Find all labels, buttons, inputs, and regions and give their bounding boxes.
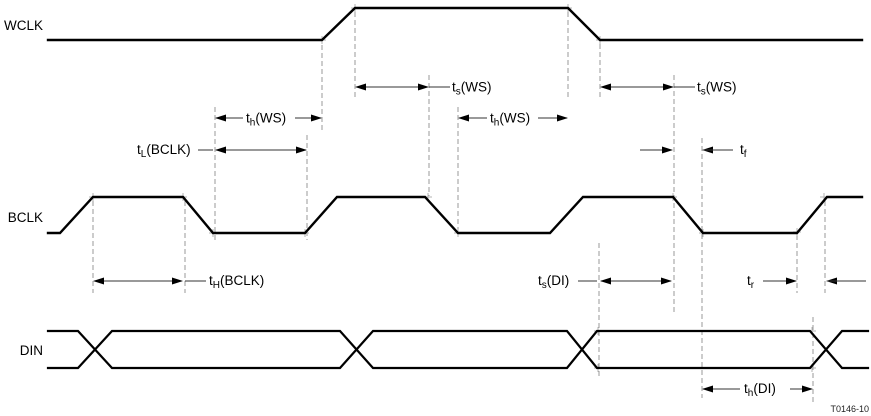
tl-bclk-label: tL(BCLK) [137,142,191,160]
th-di-label: th(DI) [744,381,776,399]
annotation-tl-bclk: tL(BCLK) [137,142,307,160]
annotation-th-ws-2: th(WS) [458,111,568,129]
th-ws-label-1: th(WS) [246,111,286,129]
wclk-waveform [46,6,864,42]
annotation-ts-ws-1: ts(WS) [355,80,492,98]
wclk-label: WCLK [4,18,43,33]
bclk-label: BCLK [8,210,43,225]
din-label: DIN [20,343,43,358]
din-waveform [46,329,870,370]
annotation-ts-di: ts(DI) [538,273,672,291]
ts-ws-label-1: ts(WS) [452,80,492,98]
figure-id: T0146-10 [830,404,869,414]
dashed-guides [92,12,826,403]
bclk-waveform [46,195,864,235]
annotation-tf: tf [640,142,747,160]
ts-di-label: ts(DI) [538,273,569,291]
tf-label: tf [740,142,747,160]
ts-ws-label-2: ts(WS) [697,80,737,98]
annotation-th-di: th(DI) [702,381,813,399]
annotation-th-bclk: tH(BCLK) [93,273,264,291]
annotation-ts-ws-2: ts(WS) [600,80,737,98]
annotation-th-ws-1: th(WS) [215,111,322,129]
tr-label: tr [747,273,755,291]
th-ws-label-2: th(WS) [490,111,530,129]
annotation-tr: tr [747,273,866,291]
th-bclk-label: tH(BCLK) [209,273,264,291]
